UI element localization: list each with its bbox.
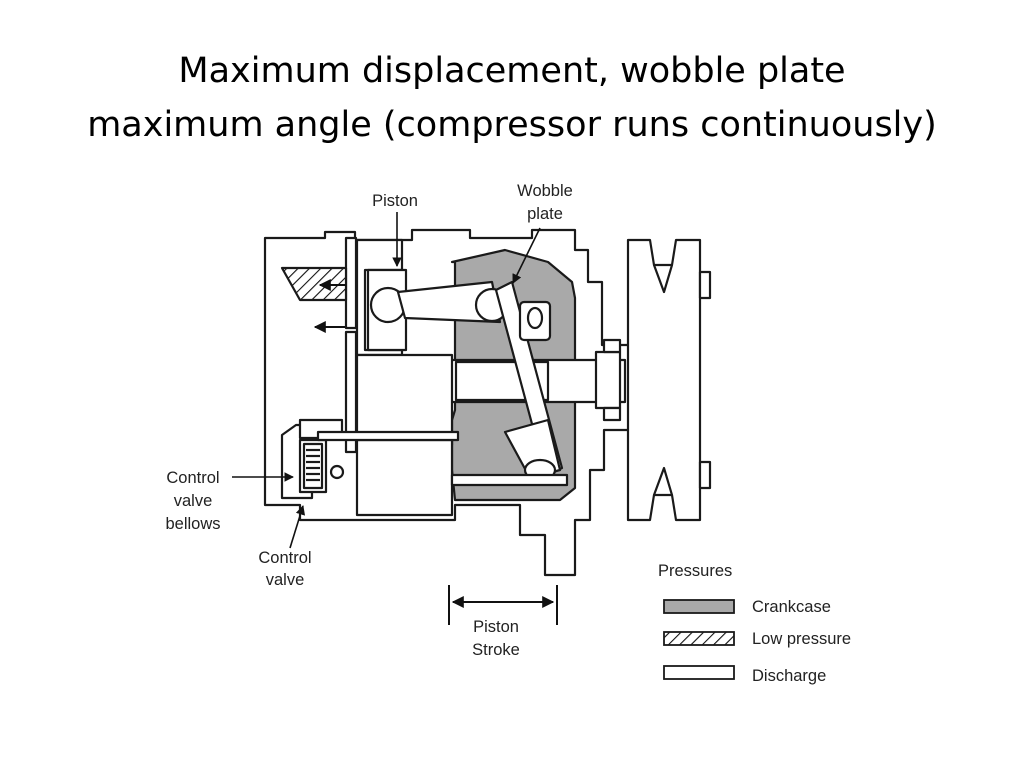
- legend-label-discharge: Discharge: [752, 667, 826, 685]
- control-valve-bellows-label-line-1: Control: [166, 469, 219, 487]
- legend-title: Pressures: [658, 562, 732, 580]
- pressures-legend: Pressures Crankcase Low pressure Dischar…: [658, 562, 851, 685]
- drive-shaft: [403, 338, 627, 422]
- control-valve-label-line-1: Control: [258, 549, 311, 567]
- piston-stroke-dimension: [448, 585, 558, 625]
- wobble-plate-leader-arrow: [512, 227, 541, 284]
- legend-label-crankcase: Crankcase: [752, 598, 831, 616]
- crankcase-channel: [450, 473, 569, 487]
- legend-swatch-crankcase: [663, 599, 735, 614]
- low-pressure-passage: [280, 266, 348, 302]
- piston: [366, 268, 510, 352]
- piston-stroke-label-line-2: Stroke: [472, 641, 520, 659]
- slide-title-line-1: Maximum displacement, wobble plate: [178, 51, 846, 91]
- slide-title-line-2: maximum angle (compressor runs continuou…: [87, 105, 937, 145]
- piston-label: Piston: [372, 192, 418, 210]
- control-valve-label-line-2: valve: [266, 571, 305, 589]
- legend-swatch-low-pressure: [663, 631, 735, 646]
- leader-lines: [232, 212, 541, 549]
- legend-swatch-discharge: [663, 665, 735, 680]
- control-valve-bellows-label-line-2: valve: [174, 492, 213, 510]
- piston-stroke-label-line-1: Piston: [473, 618, 519, 636]
- wobble-plate-label-line-1: Wobble: [517, 182, 573, 200]
- slide-title: Maximum displacement, wobble plate maxim…: [0, 44, 1024, 152]
- valve-plate: [344, 236, 358, 454]
- control-valve: [280, 418, 460, 500]
- control-valve-bellows-label-line-3: bellows: [165, 515, 220, 533]
- pulley: [626, 238, 712, 522]
- control-valve-leader-arrow: [289, 505, 306, 549]
- legend-label-low-pressure: Low pressure: [752, 630, 851, 648]
- flow-arrows: [313, 279, 346, 333]
- wobble-plate-label-line-2: plate: [527, 205, 563, 223]
